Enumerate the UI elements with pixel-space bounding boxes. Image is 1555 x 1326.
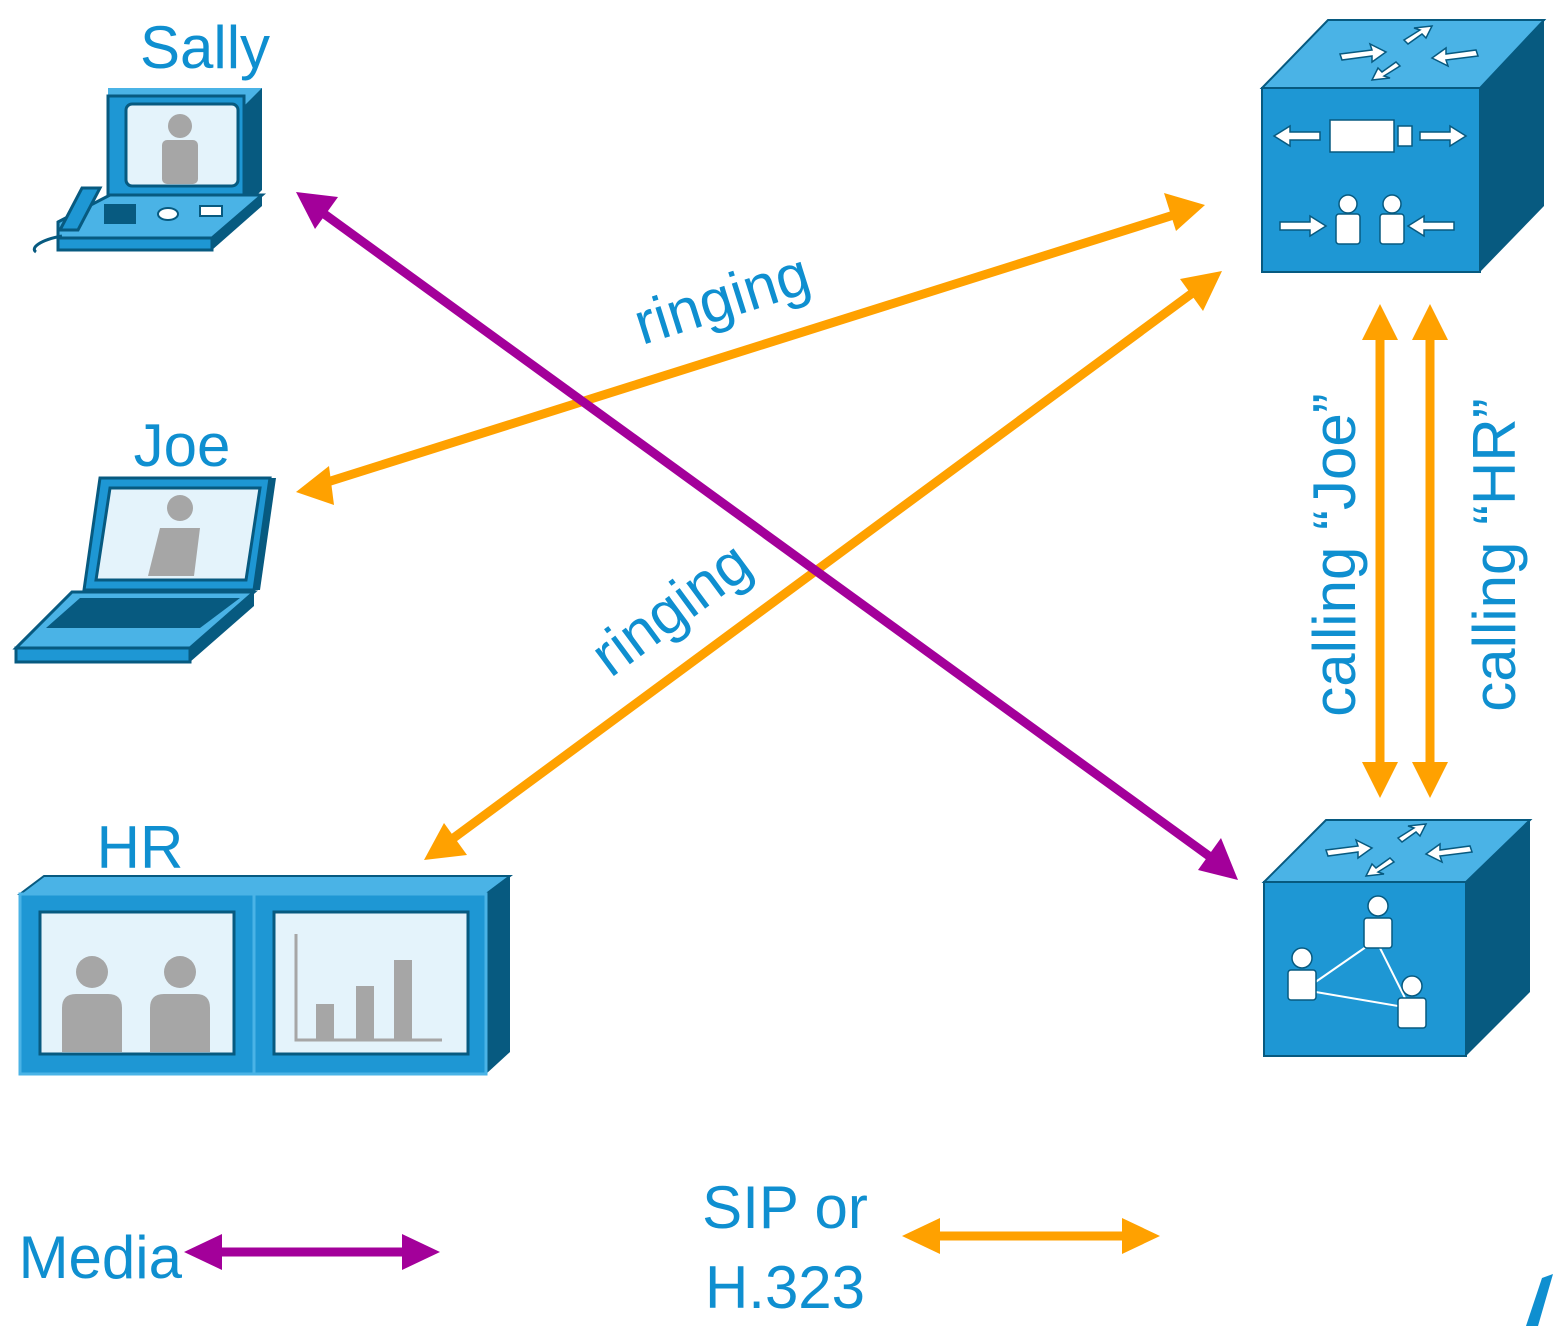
signaling-link-joe	[296, 193, 1205, 505]
legend-signaling-line1: SIP or	[702, 1174, 868, 1241]
calling-joe-label: calling “Joe”	[1301, 393, 1368, 716]
joe-device: Joe	[12, 412, 276, 664]
sally-device: Sally	[32, 14, 270, 254]
signaling-link-hr	[424, 271, 1222, 860]
legend-media-label: Media	[19, 1224, 183, 1291]
calling-hr-label: calling “HR”	[1461, 398, 1528, 711]
conference-bridge-icon	[1261, 819, 1533, 1057]
ringing-hr-label: ringing	[578, 528, 763, 689]
sally-label: Sally	[140, 14, 270, 81]
legend-signaling-line2: H.323	[705, 1254, 865, 1321]
laptop-video-icon	[12, 476, 276, 664]
hr-label: HR	[97, 814, 184, 881]
signaling-link-vertical-hr	[1412, 304, 1448, 798]
signaling-link-vertical-joe	[1362, 304, 1398, 798]
legend: Media SIP or H.323	[19, 1174, 1160, 1321]
call-control-server-icon	[1259, 19, 1547, 273]
call-control-device	[1259, 19, 1547, 273]
media-link-sally-bridge	[296, 192, 1238, 880]
legend-media: Media	[19, 1224, 440, 1291]
conference-bridge-device	[1261, 819, 1533, 1057]
legend-signaling: SIP or H.323	[702, 1174, 1160, 1321]
video-phone-icon	[32, 88, 267, 254]
telepresence-room-icon	[17, 875, 513, 1076]
hr-device: HR	[17, 814, 513, 1076]
joe-label: Joe	[134, 412, 231, 479]
logo-fragment	[1526, 1274, 1553, 1326]
